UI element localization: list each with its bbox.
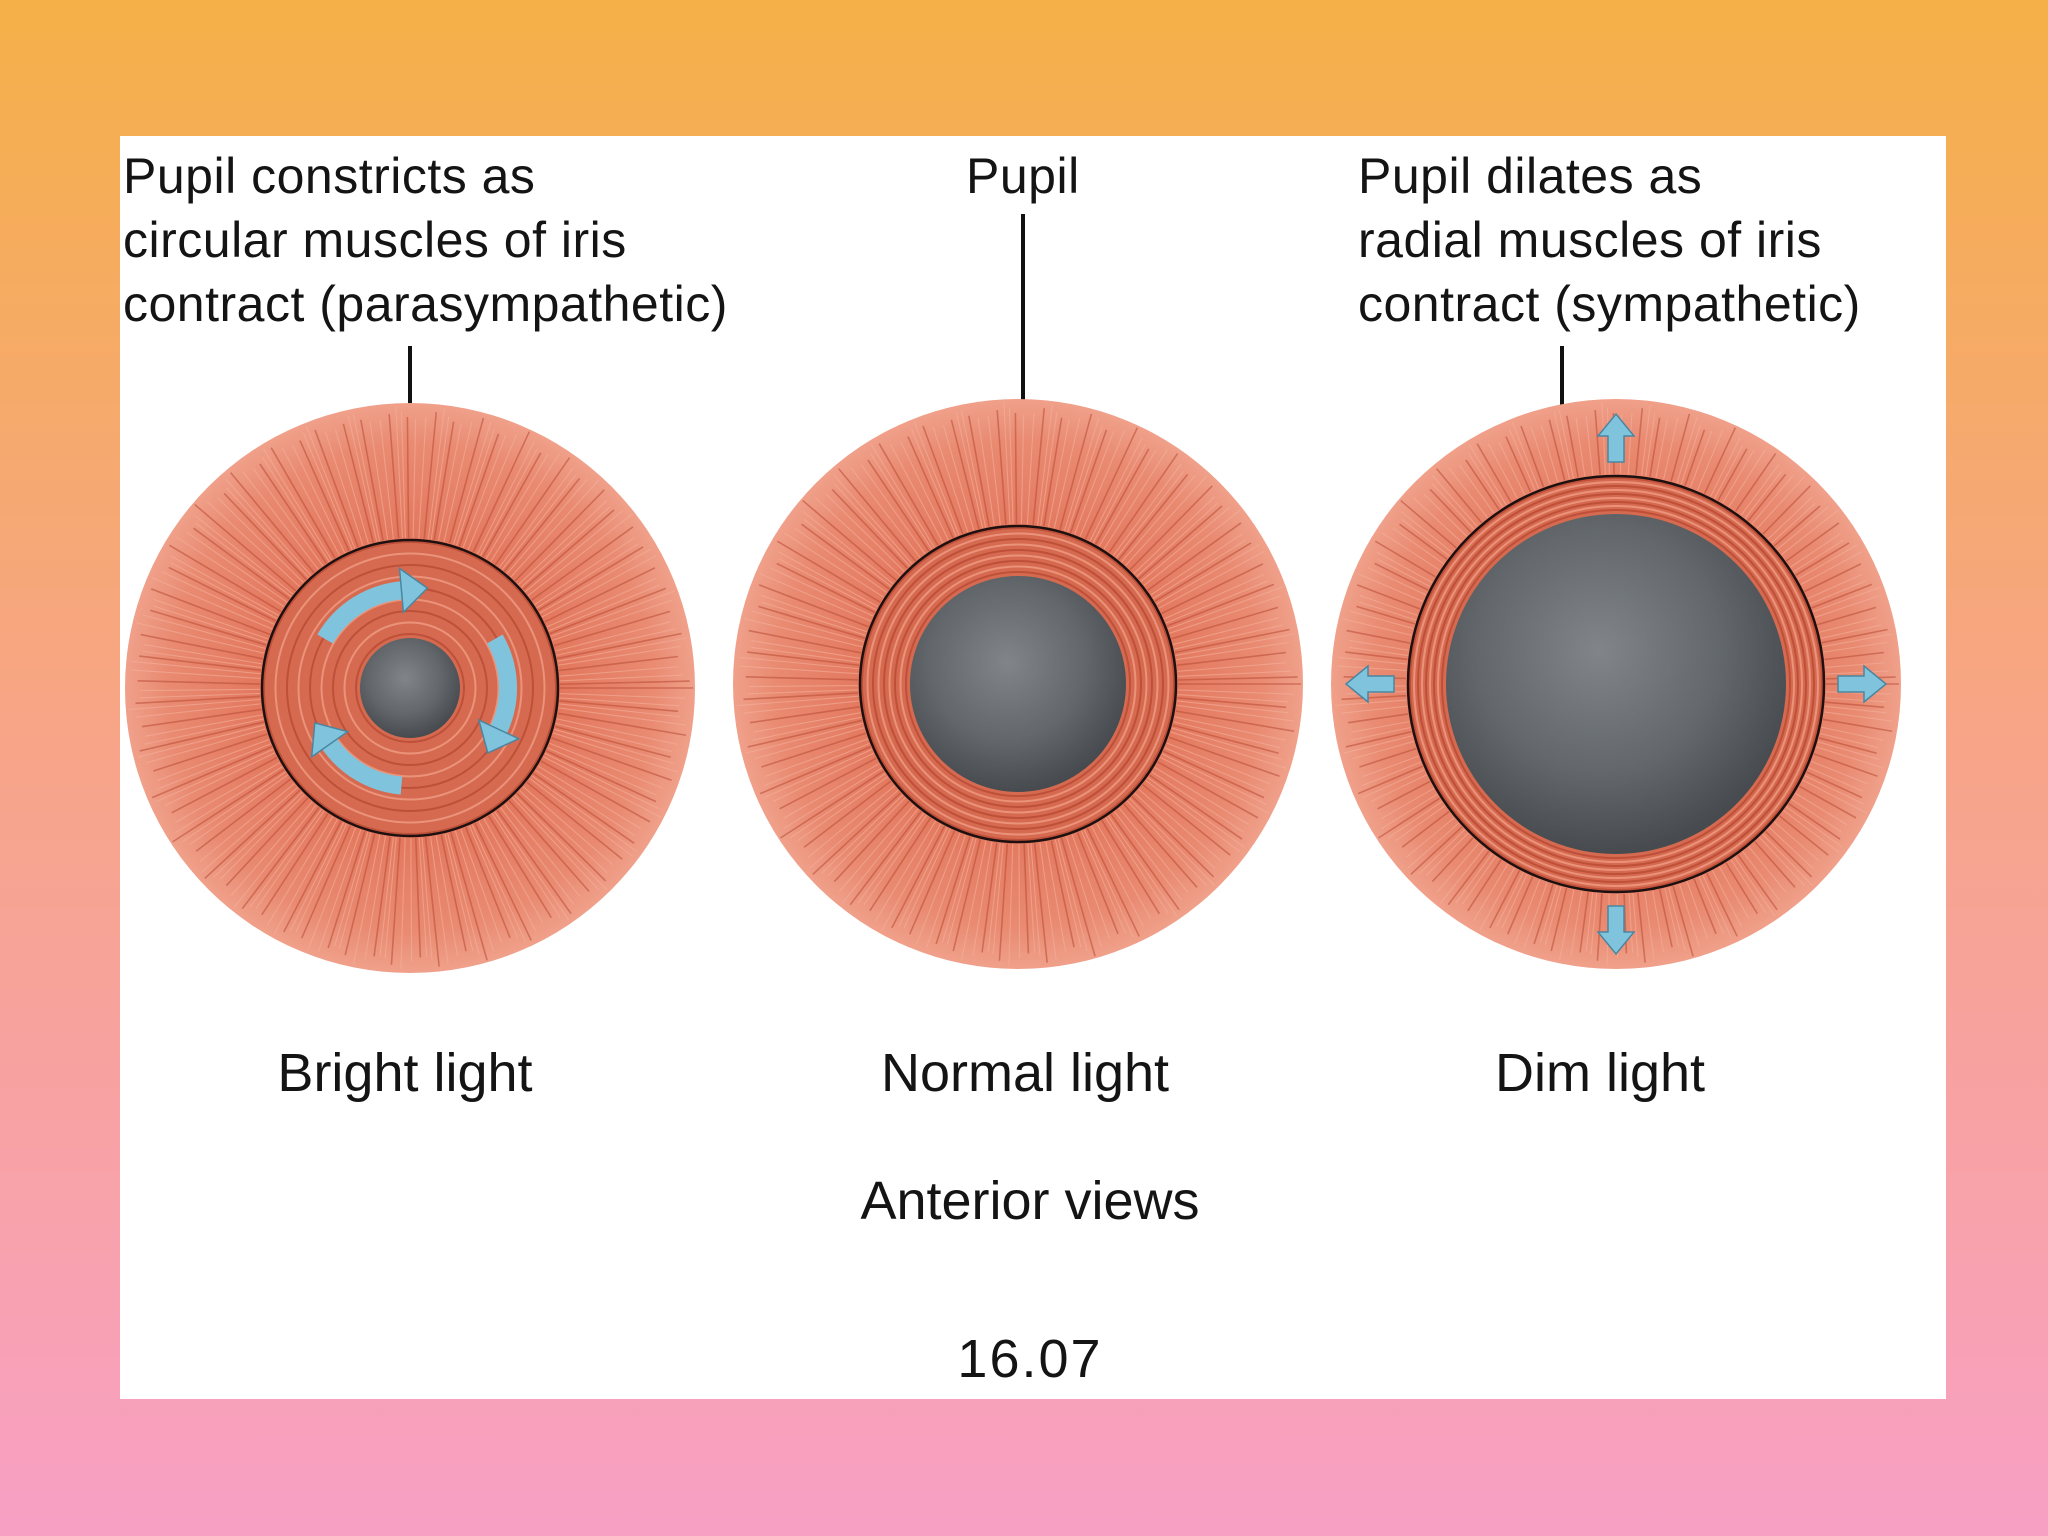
outward-arrow-icon [1344, 412, 1888, 956]
curved-arrow-icon [310, 566, 521, 795]
iris-normal-light [733, 399, 1303, 969]
label-normal-light: Normal light [880, 1043, 1170, 1103]
iris-bright-light [125, 403, 695, 973]
label-bright-light: Bright light [277, 1043, 533, 1103]
caption-dilation: Pupil dilates as radial muscles of iris … [1358, 148, 1861, 332]
caption-constriction: Pupil constricts as circular muscles of … [123, 148, 728, 332]
label-dim-light: Dim light [1494, 1043, 1706, 1103]
label-anterior-views: Anterior views [860, 1171, 1200, 1231]
figure-number: 16.07 [957, 1329, 1103, 1389]
iris-dim-light [1331, 399, 1901, 969]
iris-diagram [125, 214, 1901, 973]
caption-pupil: Pupil [966, 148, 1080, 204]
figure-panel: Pupil constricts as circular muscles of … [120, 136, 1946, 1399]
